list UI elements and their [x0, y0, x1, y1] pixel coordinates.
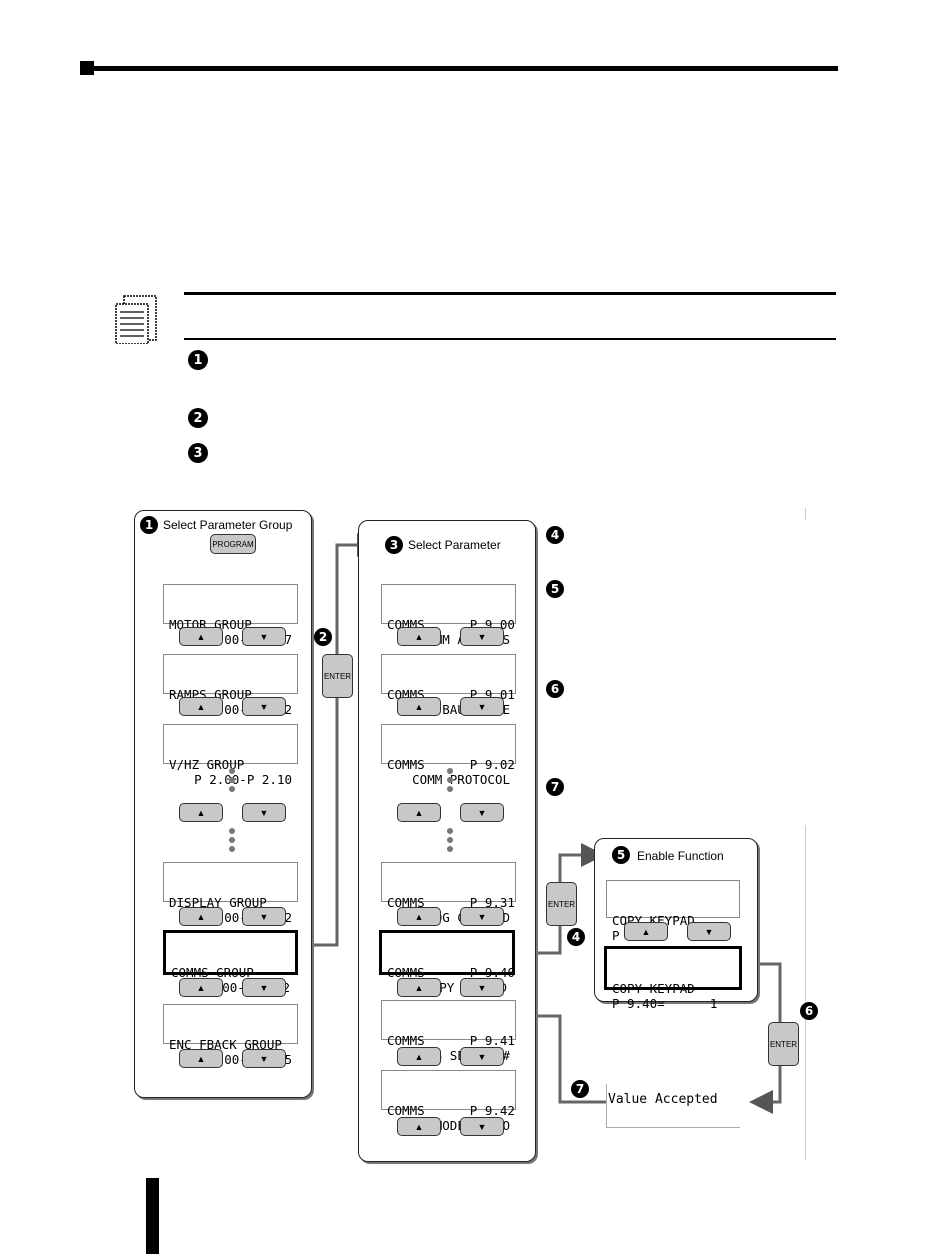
- down-key[interactable]: ▼: [242, 697, 286, 716]
- ellipsis-dot: [229, 846, 235, 852]
- guide-line: [805, 508, 806, 520]
- step-4-badge: 4: [567, 928, 585, 946]
- panel-title: Select Parameter Group: [163, 518, 293, 532]
- up-key[interactable]: ▲: [397, 978, 441, 997]
- up-key[interactable]: ▲: [624, 922, 668, 941]
- ellipsis-dot: [229, 777, 235, 783]
- up-key[interactable]: ▲: [179, 1049, 223, 1068]
- guide-line: [805, 825, 806, 1160]
- side-step-7: 7: [546, 778, 564, 796]
- ellipsis-dot: [447, 846, 453, 852]
- down-key[interactable]: ▼: [460, 627, 504, 646]
- up-key[interactable]: ▲: [397, 627, 441, 646]
- down-key[interactable]: ▼: [242, 803, 286, 822]
- side-step-4: 4: [546, 526, 564, 544]
- up-key[interactable]: ▲: [179, 907, 223, 926]
- note-bottom-rule: [184, 338, 836, 340]
- footer-bar: [146, 1178, 159, 1254]
- panel-title: Select Parameter: [408, 538, 501, 552]
- param-display-9-31: COMMS P 9.31JOG COMMAND: [381, 862, 516, 925]
- enter-button[interactable]: ENTER: [546, 882, 577, 926]
- down-key[interactable]: ▼: [460, 978, 504, 997]
- side-step-5: 5: [546, 580, 564, 598]
- header-rule: [86, 66, 838, 71]
- value-accepted-message: Value Accepted: [608, 1092, 718, 1107]
- note-step-2: 2: [188, 408, 208, 428]
- enter-button[interactable]: ENTER: [322, 654, 353, 698]
- param-display-9-40: COMMS P 9.40COPY KEYPAD: [379, 930, 515, 995]
- note-step-1: 1: [188, 350, 208, 370]
- ellipsis-dot: [447, 768, 453, 774]
- ellipsis-dot: [447, 786, 453, 792]
- side-step-6: 6: [546, 680, 564, 698]
- up-key[interactable]: ▲: [397, 1117, 441, 1136]
- step-6-badge: 6: [800, 1002, 818, 1020]
- display-edge: [606, 1084, 607, 1128]
- down-key[interactable]: ▼: [460, 803, 504, 822]
- ellipsis-dot: [229, 828, 235, 834]
- down-key[interactable]: ▼: [242, 1049, 286, 1068]
- ellipsis-dot: [447, 837, 453, 843]
- down-key[interactable]: ▼: [687, 922, 731, 941]
- down-key[interactable]: ▼: [242, 978, 286, 997]
- up-key[interactable]: ▲: [179, 697, 223, 716]
- down-key[interactable]: ▼: [242, 907, 286, 926]
- step-5-badge: 5: [612, 846, 630, 864]
- note-top-rule: [184, 292, 836, 295]
- step-7-badge: 7: [571, 1080, 589, 1098]
- enter-button[interactable]: ENTER: [768, 1022, 799, 1066]
- note-icon: [115, 295, 157, 344]
- step-1-badge: 1: [140, 516, 158, 534]
- display-edge: [606, 1127, 740, 1128]
- ellipsis-dot: [229, 837, 235, 843]
- ellipsis-dot: [229, 786, 235, 792]
- down-key[interactable]: ▼: [460, 1117, 504, 1136]
- up-key[interactable]: ▲: [397, 907, 441, 926]
- panel-title: Enable Function: [637, 849, 724, 863]
- down-key[interactable]: ▼: [242, 627, 286, 646]
- ellipsis-dot: [229, 768, 235, 774]
- up-key[interactable]: ▲: [179, 803, 223, 822]
- program-button[interactable]: PROGRAM: [210, 534, 256, 554]
- up-key[interactable]: ▲: [179, 978, 223, 997]
- down-key[interactable]: ▼: [460, 697, 504, 716]
- param-display-9-41: COMMS P 9.41CS SERIES #: [381, 1000, 516, 1063]
- up-key[interactable]: ▲: [179, 627, 223, 646]
- note-step-3: 3: [188, 443, 208, 463]
- up-key[interactable]: ▲: [397, 697, 441, 716]
- up-key[interactable]: ▲: [397, 803, 441, 822]
- down-key[interactable]: ▼: [460, 907, 504, 926]
- ellipsis-dot: [447, 777, 453, 783]
- step-3-badge: 3: [385, 536, 403, 554]
- group-display-enc-fback: ENC FBACK GROUPP10.00-P10.05: [163, 1004, 298, 1067]
- step-2-badge: 2: [314, 628, 332, 646]
- ellipsis-dot: [447, 828, 453, 834]
- down-key[interactable]: ▼: [460, 1047, 504, 1066]
- up-key[interactable]: ▲: [397, 1047, 441, 1066]
